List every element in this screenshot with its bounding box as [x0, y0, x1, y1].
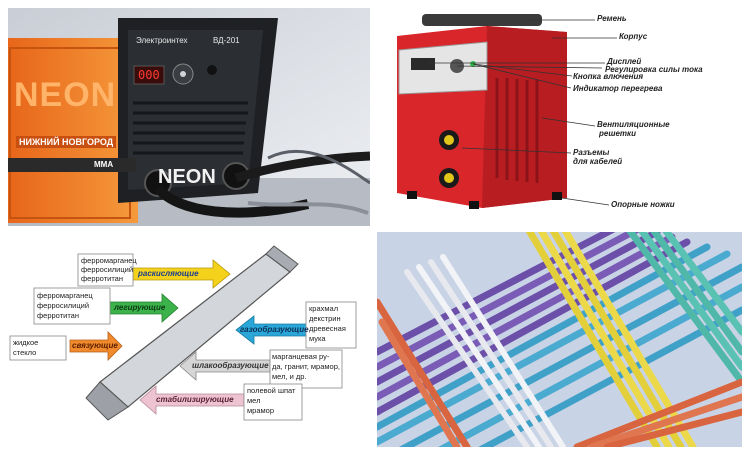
action-binding: связующие — [72, 341, 118, 350]
material-line: мел, и др. — [272, 372, 307, 381]
label-sockets-1: Разъемы — [573, 148, 610, 157]
action-alloying: легирующие — [114, 303, 166, 312]
material-line: мука — [309, 334, 326, 343]
current-display: 000 — [138, 68, 160, 82]
label-vent-1: Вентиляционные — [597, 120, 670, 129]
row3-materials: жидкое стекло — [13, 338, 38, 358]
label-strap: Ремень — [597, 14, 627, 23]
material-line: древесная — [309, 324, 346, 333]
action-stabilizing: стабилизирующие — [156, 395, 234, 404]
material-line: декстрин — [309, 314, 341, 323]
electrode-coating-diagram: ферромарганец ферросилиций ферротитан фе… — [8, 232, 370, 447]
electrode-diagram-graphics — [9, 245, 357, 421]
welder-photo-neon: NEON НИЖНИЙ НОВГОРОД MMA Электроинтех ВД… — [8, 8, 370, 226]
action-gas-forming: газообразующие — [240, 325, 309, 334]
material-line: ферротитан — [37, 311, 79, 320]
material-line: ферромарганец — [81, 256, 137, 265]
brand-logo-side: NEON — [14, 76, 117, 114]
model-label: ВД-201 — [213, 36, 240, 45]
material-line: ферромарганец — [37, 291, 93, 300]
material-line: стекло — [13, 348, 37, 357]
material-line: ферросилиций — [81, 265, 134, 274]
row2-materials: ферромарганец ферросилиций ферротитан — [37, 291, 93, 321]
mode-label: MMA — [94, 160, 114, 169]
welder-illustration — [8, 8, 370, 226]
action-slag-forming: шлакообразующие — [192, 361, 269, 370]
electrodes-photo — [377, 232, 742, 447]
material-line: мрамор — [247, 406, 274, 415]
material-line: мел — [247, 396, 261, 405]
brand-logo-front: NEON — [158, 166, 216, 188]
material-line: полевой шпат — [247, 386, 296, 395]
label-vent-2: решетки — [599, 129, 636, 138]
label-overheat-indicator: Индикатор перегрева — [573, 84, 663, 93]
label-current-regulator: Регулировка силы тока — [605, 65, 703, 74]
woven-electrodes-illustration — [377, 232, 742, 447]
maker-label: Электроинтех — [136, 36, 188, 45]
material-line: жидкое — [13, 338, 39, 347]
label-sockets-2: для кабелей — [573, 157, 623, 166]
label-display: Дисплей — [607, 57, 642, 66]
welder-diagram-parts: Ремень Корпус Дисплей Регулировка силы т… — [377, 8, 742, 226]
red-welder-illustration — [397, 14, 617, 209]
material-line: марганцевая ру- — [272, 352, 330, 361]
side-label: НИЖНИЙ НОВГОРОД — [16, 136, 117, 148]
material-line: ферросилиций — [37, 301, 90, 310]
action-deoxidizing: раскисляющие — [138, 269, 199, 278]
row5-materials: марганцевая ру- да, гранит, мрамор, мел,… — [272, 352, 340, 382]
material-line: ферротитан — [81, 274, 123, 283]
label-case: Корпус — [619, 32, 648, 41]
label-feet: Опорные ножки — [611, 200, 675, 209]
row6-materials: полевой шпат мел мрамор — [247, 386, 295, 416]
material-line: крахмал — [309, 304, 339, 313]
label-power-button: Кнопка влючения — [573, 72, 644, 81]
row1-materials: ферромарганец ферросилиций ферротитан — [81, 256, 137, 283]
row4-materials: крахмал декстрин древесная мука — [309, 304, 346, 344]
material-line: да, гранит, мрамор, — [272, 362, 340, 371]
